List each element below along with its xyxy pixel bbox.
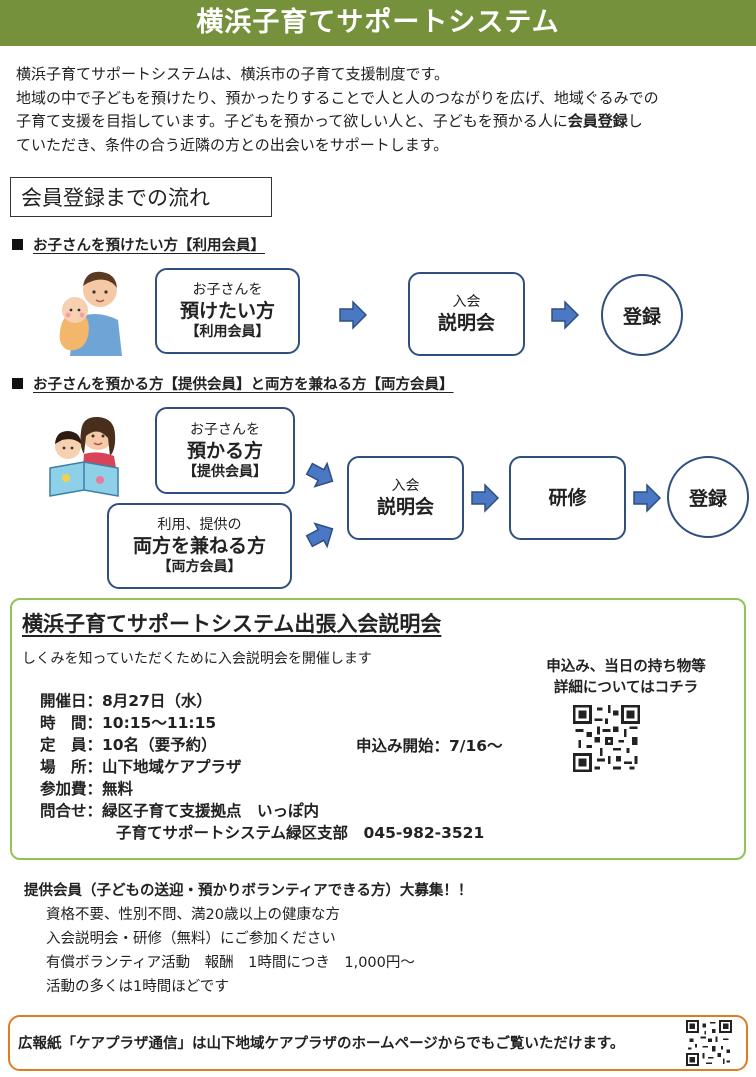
seminar-panel [10,598,746,860]
user-member-box: お子さんを 預けたい方 【利用会員】 [155,268,300,354]
provider-member-box: お子さんを 預かる方 【提供会員】 [155,407,295,494]
arrow-up-right-icon [305,522,334,549]
seminar-date: 開催日：8月27日（水） [40,692,212,710]
register-circle-2: 登録 [667,456,749,538]
seminar-box-2: 入会 説明会 [347,456,464,540]
reading-family-illustration-icon [49,416,119,497]
seminar-capacity: 定 員：10名（要予約） [40,736,217,754]
arrow-right-icon [551,300,580,330]
recruit-title: 提供会員（子どもの送迎・預かりボランティアできる方）大募集！！ [24,883,473,899]
recruit-section: 提供会員（子どもの送迎・預かりボランティアできる方）大募集！！ 資格不要、性別不… [24,879,472,999]
section1-label: お子さんを預けたい方【利用会員】 [12,234,265,255]
training-box: 研修 [509,456,626,540]
arrow-right-icon [633,483,662,513]
footer-panel [8,1015,748,1071]
arrow-down-right-icon [305,461,334,488]
intro-text: 横浜子育てサポートシステムは、横浜市の子育て支援制度です。 地域の中で子どもを預… [16,65,659,154]
qr-note: 申込み、当日の持ち物等 詳細についてはコチラ [546,659,706,696]
section2-label: お子さんを預かる方【提供会員】と両方を兼ねる方【両方会員】 [12,373,454,394]
seminar-qr-code-icon[interactable] [573,705,640,772]
seminar-title: 横浜子育てサポートシステム出張入会説明会 [22,612,442,636]
bullet-square-icon [12,239,23,250]
seminar-fee: 参加費：無料 [40,780,134,798]
arrow-right-icon [339,300,368,330]
footer-qr-code-icon[interactable] [686,1020,732,1066]
parent-baby-illustration-icon [59,271,122,356]
arrow-right-icon [471,483,500,513]
bullet-square-icon [12,378,23,389]
flow-title: 会員登録までの流れ [10,177,272,217]
apply-start: 申込み開始：7/16～ [356,737,503,755]
seminar-place: 場 所：山下地域ケアプラザ [40,758,242,776]
register-circle-1: 登録 [601,274,683,356]
seminar-details: 開催日：8月27日（水） 時 間：10:15～11:15 定 員：10名（要予約… [40,690,484,844]
seminar-time: 時 間：10:15～11:15 [40,714,217,732]
seminar-contact: 問合せ：緑区子育て支援拠点 いっぽ内 [40,802,320,820]
both-member-box: 利用、提供の 両方を兼ねる方 【両方会員】 [107,503,292,589]
seminar-contact-branch: 子育てサポートシステム緑区支部 045-982-3521 [116,824,485,842]
footer-text: 広報紙「ケアプラザ通信」は山下地域ケアプラザのホームページからでもご覧いただけま… [18,1036,625,1052]
seminar-subtitle: しくみを知っていただくために入会説明会を開催します [22,651,372,667]
seminar-box-1: 入会 説明会 [408,272,525,356]
page-title: 横浜子育てサポートシステム [0,0,756,46]
